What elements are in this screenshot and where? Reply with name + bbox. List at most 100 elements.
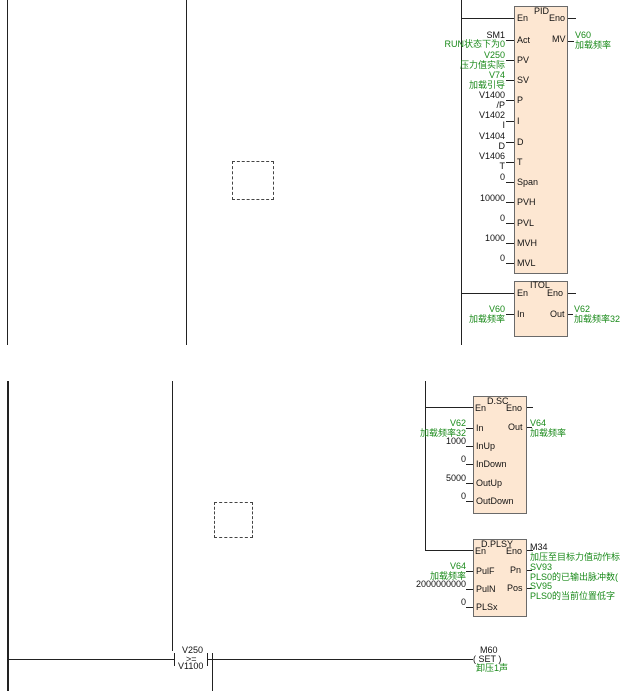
plsy-pin-plsx: PLSx [476,602,498,612]
pid-mvl-wire [506,263,514,264]
pid-title: PID [534,6,550,16]
pid-i-comment: I [502,120,505,130]
itol-out-pin: Out [550,309,565,319]
pid-p-wire [506,100,514,101]
pid-t-operand[interactable]: V1406 [478,151,505,161]
coil-comment: 卸压1声 [476,663,509,673]
coil-operand[interactable]: M60 [480,645,498,655]
pid-sv-comment: 加载引导 [468,80,505,90]
pid-mvh-wire [506,243,514,244]
pid-t-comment: T [499,161,506,171]
itol-in-wire [506,314,514,315]
dsc-indown-operand[interactable]: 0 [460,454,466,464]
plsy-eno-operand[interactable]: M34 [530,542,548,552]
pid-mv-pin: MV [552,34,566,44]
cmp-operator: >= [186,654,197,664]
cmp-top-operand[interactable]: V250 [182,645,204,655]
dsc-out-pin: Out [508,422,523,432]
rung3-divider-line [212,653,213,691]
dsc-out-wire [527,427,532,428]
pid-pin-i: I [517,116,520,126]
pid-mv-comment: 加载频率 [575,40,612,50]
pid-pvl-wire [506,223,514,224]
dsc-in-operand[interactable]: V62 [449,418,466,428]
itol-eno-pin: Eno [547,288,564,298]
pid-mv-operand[interactable]: V60 [575,30,592,40]
plsy-block[interactable] [473,539,527,617]
pid-mvh-operand[interactable]: 1000 [484,233,505,243]
dsc-pin-inup: InUp [476,441,496,451]
pid-p-comment: /P [496,100,505,110]
plsy-eno-comment: 加压至目标力值动作标 [530,552,621,562]
dsc-out-operand[interactable]: V64 [530,418,547,428]
pid-mv-wire [568,41,574,42]
pid-pvl-operand[interactable]: 0 [499,213,505,223]
rung2-branch-rail [425,381,426,550]
dsc-en-wire [425,407,473,408]
dsc-in-wire [466,428,473,429]
dsc-inup-operand[interactable]: 1000 [445,436,466,446]
dsc-inup-wire [466,446,473,447]
itol-in-operand[interactable]: V60 [488,304,505,314]
plsy-pin-puln: PulN [476,584,496,594]
dsc-outup-wire [466,483,473,484]
pid-pv-comment: 压力值实际 [459,60,505,70]
dsc-title: D.SC [487,396,509,406]
pid-sv-wire [506,80,514,81]
pid-act-operand[interactable]: SM1 [486,30,505,40]
dsc-outup-operand[interactable]: 5000 [445,473,466,483]
pid-pv-wire [506,60,514,61]
itol-out-comment: 加载频率32 [574,314,621,324]
pid-pv-operand[interactable]: V250 [483,50,505,60]
plsy-pulf-operand[interactable]: V64 [449,561,466,571]
itol-out-operand[interactable]: V62 [574,304,591,314]
itol-in-pin: In [517,309,525,319]
plsy-pn-pin: Pn [510,565,522,575]
itol-out-wire [568,314,573,315]
pid-pin-d: D [517,137,524,147]
cmp-bottom-operand[interactable]: V1100 [178,661,204,671]
pid-span-operand[interactable]: 0 [499,172,505,182]
pid-en-wire [461,18,514,19]
pid-span-wire [506,182,514,183]
dsc-out-comment: 加载频率 [530,428,567,438]
plsy-pn-wire [527,570,532,571]
cmp-contact-left [174,653,175,666]
rung3-wire-right [207,659,473,660]
set-coil[interactable]: ( SET ) [473,654,502,664]
dsc-block[interactable] [473,396,527,514]
dsc-outdown-operand[interactable]: 0 [460,491,466,501]
plsy-pos-operand[interactable]: SV95 [530,581,553,591]
pid-p-operand[interactable]: V1400 [478,90,505,100]
pid-eno-pin: Eno [549,13,566,23]
rung1-empty-cell[interactable] [232,161,274,200]
pid-block[interactable] [514,6,568,274]
itol-block[interactable] [514,281,568,337]
dsc-eno-wire [527,407,533,408]
dsc-pin-in: In [476,423,484,433]
dsc-pin-outup: OutUp [476,478,503,488]
plsy-plsx-operand[interactable]: 0 [460,597,466,607]
plsy-title: D.PLSY [481,539,514,549]
pid-sv-operand[interactable]: V74 [488,70,505,80]
pid-pin-pvl: PVL [517,218,535,228]
plsy-pn-operand[interactable]: SV93 [530,562,553,572]
left-power-rail [7,0,8,345]
plsy-pin-pulf: PulF [476,566,495,576]
plsy-pulf-comment: 加载频率 [429,571,466,581]
rung2-empty-cell[interactable] [214,502,253,538]
plsy-puln-operand[interactable]: 2000000000 [415,579,466,589]
pid-i-operand[interactable]: V1402 [478,110,505,120]
rung2-divider-line [172,381,173,651]
pid-pin-act: Act [517,35,531,45]
pid-mvl-operand[interactable]: 0 [499,253,505,263]
pid-pin-sv: SV [517,75,530,85]
pid-pvh-operand[interactable]: 10000 [479,193,505,203]
pid-d-operand[interactable]: V1404 [478,131,505,141]
dsc-pin-outdown: OutDown [476,496,514,506]
pid-pin-t: T [517,157,523,167]
pid-pin-pv: PV [517,55,530,65]
itol-eno-wire [568,293,576,294]
rung1-branch-rail [461,0,462,345]
dsc-in-comment: 加载频率32 [419,428,466,438]
